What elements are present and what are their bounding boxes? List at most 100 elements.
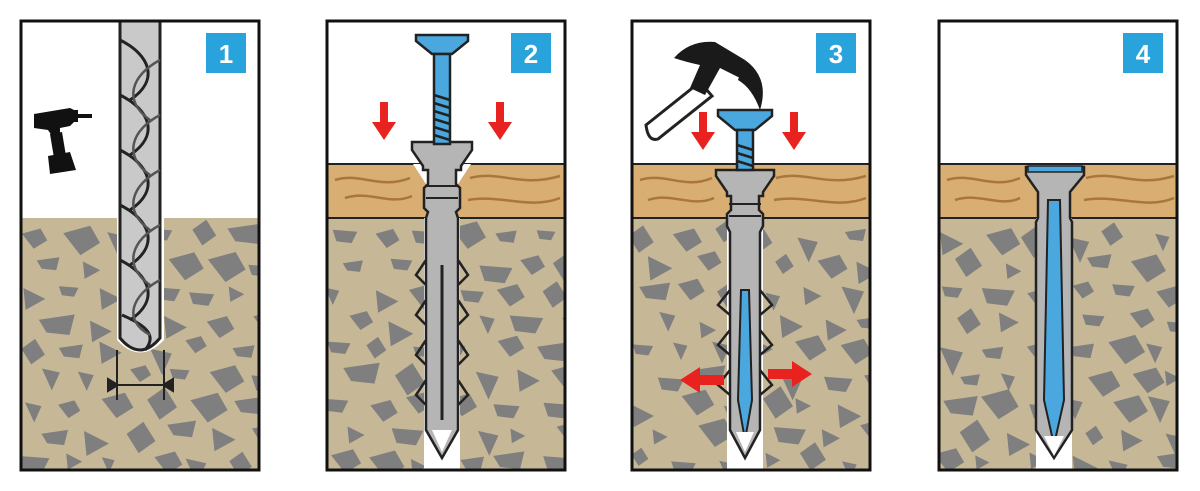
concrete-stone <box>1005 263 1022 279</box>
concrete-stone <box>1121 429 1143 452</box>
concrete-stone <box>185 336 207 354</box>
concrete-stone <box>164 315 187 339</box>
concrete-stone <box>939 448 965 470</box>
concrete-stone <box>150 348 172 376</box>
anchor-sleeve <box>1024 165 1086 461</box>
concrete-stone <box>84 431 109 456</box>
concrete-stone <box>101 392 134 419</box>
concrete-stone <box>960 374 980 386</box>
step-1-panel: 1 <box>21 21 259 470</box>
concrete-stone <box>206 316 235 339</box>
diameter-marker <box>107 350 174 400</box>
concrete-stone <box>552 254 565 283</box>
concrete-stone <box>639 282 671 301</box>
step-number: 4 <box>1136 39 1151 69</box>
concrete-stone <box>1072 455 1098 470</box>
concrete-stone <box>209 365 245 393</box>
concrete-stone <box>192 219 217 246</box>
concrete-stone <box>495 230 517 243</box>
concrete-stone <box>939 347 963 376</box>
concrete-stone <box>657 377 684 392</box>
concrete-stone <box>1085 425 1104 446</box>
concrete-stone <box>537 342 565 362</box>
concrete-stone <box>799 442 826 470</box>
concrete-stone <box>493 404 520 419</box>
concrete-stone <box>975 455 990 470</box>
concrete-stone <box>1000 373 1015 391</box>
concrete-stone <box>375 228 400 248</box>
step-number: 3 <box>829 39 843 69</box>
concrete-stone <box>496 284 525 307</box>
concrete-stone <box>821 429 840 448</box>
concrete-stone <box>1072 281 1094 299</box>
concrete-stone <box>536 230 556 241</box>
concrete-stone <box>556 424 565 438</box>
concrete-stone <box>477 430 499 456</box>
concrete-stone <box>451 221 486 249</box>
concrete-stone <box>817 254 848 279</box>
down-arrow-icon <box>372 102 512 140</box>
concrete-stone <box>347 426 365 444</box>
concrete-stone <box>795 398 811 414</box>
concrete-stone <box>1108 460 1128 470</box>
step-4-panel: 4 <box>939 21 1177 470</box>
concrete-stone <box>671 461 696 470</box>
concrete-stone <box>765 292 780 311</box>
concrete-stone <box>126 421 156 454</box>
concrete-stone <box>955 247 982 277</box>
concrete-stone <box>941 286 963 298</box>
drill-icon <box>34 108 92 174</box>
concrete-stone <box>803 287 822 306</box>
concrete-stone <box>232 345 255 358</box>
concrete-stone <box>66 453 83 470</box>
concrete-stone <box>1101 222 1123 246</box>
concrete-stone <box>779 315 803 338</box>
concrete-stone <box>228 286 245 302</box>
concrete-stone <box>632 447 649 466</box>
concrete-stone <box>543 456 565 470</box>
concrete-stone <box>517 369 540 392</box>
concrete-stone <box>825 319 847 341</box>
anchor-sleeve <box>714 168 776 461</box>
step-badge: 2 <box>511 33 551 73</box>
concrete-stone <box>542 281 565 308</box>
concrete-stone <box>58 400 81 419</box>
concrete-stone <box>1130 254 1166 283</box>
concrete-stone <box>479 315 495 335</box>
concrete-stone <box>229 451 252 470</box>
step-badge: 3 <box>816 33 856 73</box>
concrete-stone <box>698 418 734 447</box>
concrete-stone <box>154 451 183 470</box>
concrete-stone <box>227 224 259 244</box>
concrete-stone <box>697 251 722 271</box>
concrete-stone <box>1156 286 1177 308</box>
concrete-stone <box>58 344 83 359</box>
concrete-stone <box>1113 395 1148 423</box>
concrete-stone <box>460 456 484 470</box>
concrete-stone <box>130 365 152 382</box>
concrete-stone <box>349 311 374 330</box>
concrete-stone <box>632 225 654 253</box>
down-arrow-icon <box>691 112 806 150</box>
concrete-stone <box>252 427 259 440</box>
concrete-stone <box>391 428 424 446</box>
concrete-stone <box>369 450 405 470</box>
drill-bit <box>118 21 162 352</box>
concrete-stone <box>1068 343 1094 359</box>
concrete-stone <box>366 336 387 359</box>
concrete-stone <box>36 257 60 271</box>
concrete-stone <box>190 392 228 423</box>
concrete-stone <box>842 461 857 470</box>
concrete-stone <box>332 229 358 244</box>
concrete-stone <box>659 312 676 332</box>
concrete-stone <box>58 286 79 297</box>
concrete-stone <box>63 225 100 256</box>
concrete-stone <box>101 457 115 470</box>
step-number: 1 <box>219 39 233 69</box>
concrete-stone <box>23 288 46 310</box>
concrete-stone <box>844 228 866 241</box>
screw <box>414 33 470 146</box>
concrete-stone <box>986 228 1021 256</box>
